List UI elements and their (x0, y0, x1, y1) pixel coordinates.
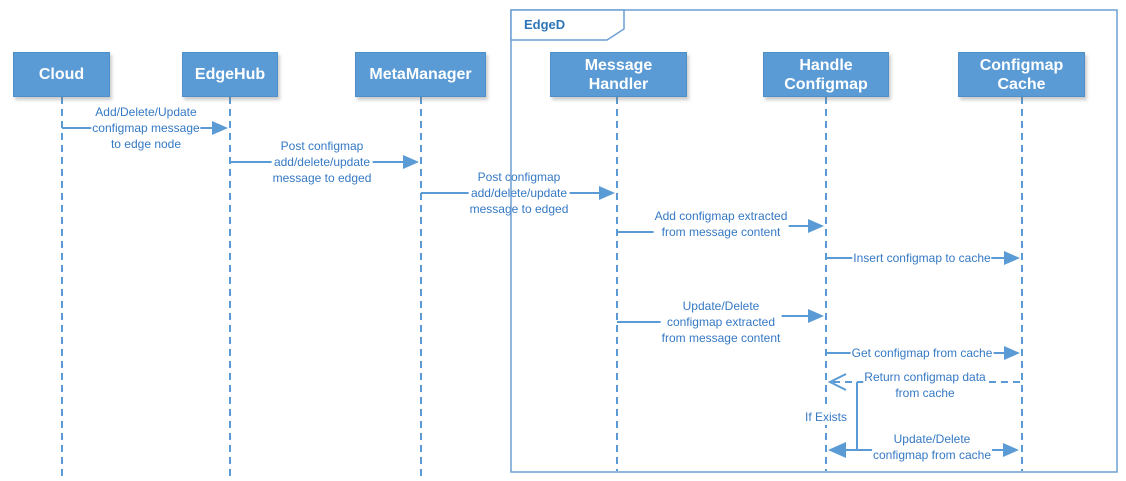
actor-label: MetaManager (369, 66, 472, 83)
actor-box-edgehub: EdgeHub (182, 52, 278, 97)
actor-box-configmap-cache: Configmap Cache (958, 52, 1085, 97)
actor-box-metamanager: MetaManager (355, 52, 486, 97)
actor-label: Configmap (979, 56, 1064, 74)
actor-label: Configmap (784, 75, 868, 93)
actor-label: Cloud (38, 66, 85, 83)
message-text: Post configmap (280, 139, 364, 153)
actor-box-cloud: Cloud (13, 52, 110, 97)
actor-label: Handler (588, 75, 649, 93)
actor-label: EdgeHub (194, 66, 266, 83)
message-text: message to edged (272, 171, 372, 185)
message-text: to edge node (110, 137, 182, 151)
actor-box-handle-configmap: Handle Configmap (763, 52, 889, 97)
actor-label: Handle (799, 56, 853, 74)
actor-box-message-handler: Message Handler (550, 52, 687, 97)
actor-label: Cache (997, 75, 1046, 93)
message-text: Add/Delete/Update (95, 105, 197, 119)
actor-label: Message (584, 56, 653, 74)
